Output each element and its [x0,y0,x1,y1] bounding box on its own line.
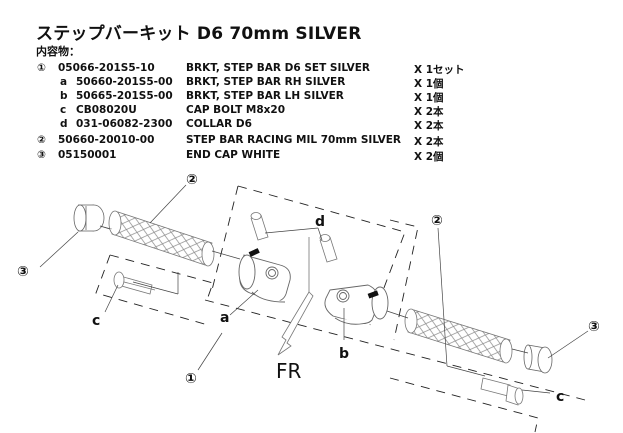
part-number: 05066-201S5-10 [58,62,155,74]
part-number: 031-06082-2300 [76,118,173,130]
callout-bolt-left: c [92,313,100,329]
bracket-rh [238,248,291,303]
end-cap-left [73,204,105,232]
collar-left [250,212,269,241]
bolt-right [480,377,524,406]
callout-bracket-rh: a [220,310,229,326]
step-bar-right [404,308,513,364]
assembly-boundary-right [389,219,539,433]
collar-right [319,234,338,263]
callout-step-bar-right: ② [431,213,443,229]
part-number: 50660-20010-00 [58,134,155,146]
direction-label: FR [276,359,302,383]
bolt-left [113,271,156,295]
part-quantity: X 2本 [414,106,444,118]
part-number: 05150001 [58,149,117,161]
callout-bolt-right: c [556,389,564,405]
callout-collar: d [315,214,325,230]
part-description: BRKT, STEP BAR D6 SET SILVER [186,62,370,74]
part-marker: ③ [37,149,46,161]
part-description: STEP BAR RACING MIL 70mm SILVER [186,134,401,146]
leader-lines [39,184,589,394]
bracket-lh [324,284,389,325]
part-quantity: X 2個 [414,151,444,163]
end-cap-right [523,344,553,374]
assembly-boundary-center [204,185,586,401]
callouts: ② ③ c d a b ① ② ③ c FR [17,172,600,405]
part-number: 50660-201S5-00 [76,76,173,88]
part-marker: a [60,76,68,88]
part-number: 50665-201S5-00 [76,90,173,102]
part-quantity: X 1セット [414,64,465,76]
part-marker: c [60,104,67,116]
assembly-boundary-left [95,254,214,326]
part-description: END CAP WHITE [186,149,281,161]
part-number: CB08020U [76,104,137,116]
part-marker: b [60,90,68,102]
part-marker: d [60,118,68,130]
part-quantity: X 1個 [414,92,444,104]
part-marker: ① [37,62,46,74]
callout-end-cap-right: ③ [588,319,600,335]
callout-end-cap-left: ③ [17,264,29,280]
front-direction-arrow [277,237,314,356]
part-description: COLLAR D6 [186,118,252,130]
part-description: BRKT, STEP BAR RH SILVER [186,76,346,88]
part-quantity: X 2本 [414,120,444,132]
page-title: ステップバーキット D6 70mm SILVER [36,24,362,44]
part-marker: ② [37,134,46,146]
callout-set: ① [185,371,197,387]
contents-label: 内容物： [36,45,80,58]
part-quantity: X 1個 [414,78,444,90]
part-quantity: X 2本 [414,136,444,148]
part-description: BRKT, STEP BAR LH SILVER [186,90,344,102]
part-description: CAP BOLT M8x20 [186,104,286,116]
callout-step-bar-left: ② [186,172,198,188]
step-bar-left [99,210,215,267]
callout-bracket-lh: b [339,346,349,362]
